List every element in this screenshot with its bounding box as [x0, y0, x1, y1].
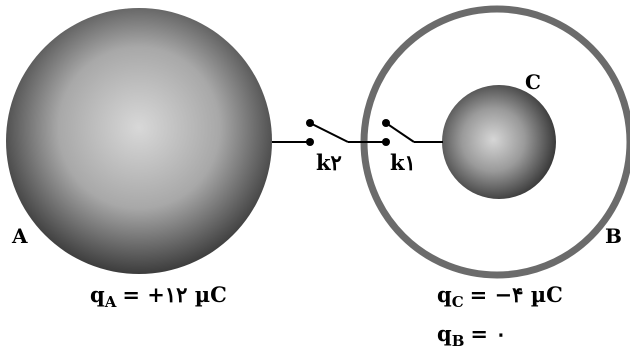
charge-c-subscript: C: [452, 293, 464, 311]
sphere-a: [6, 8, 272, 274]
k1-contact-bottom: [382, 138, 390, 146]
label-k1: k۱: [390, 150, 416, 175]
charge-a-value: = +۱۲ µC: [122, 282, 226, 307]
charge-c-symbol: q: [437, 282, 452, 307]
switch-contacts: [306, 119, 390, 146]
k1-contact-top: [382, 119, 390, 127]
charge-b-subscript: B: [452, 332, 465, 350]
k2-contact-top: [306, 119, 314, 127]
sphere-c: [442, 85, 556, 199]
label-a: A: [11, 224, 28, 248]
circuit-wires: [272, 122, 443, 143]
charge-b: qB = ۰: [437, 321, 507, 350]
charge-c-value: = −۴ µC: [470, 282, 563, 307]
charge-a-subscript: A: [104, 293, 117, 311]
charge-a-symbol: q: [90, 282, 105, 307]
k2-contact-bottom: [306, 138, 314, 146]
label-c: C: [525, 70, 541, 94]
label-k2: k۲: [316, 150, 342, 175]
charge-b-value: = ۰: [470, 321, 506, 346]
charge-a: qA = +۱۲ µC: [90, 282, 227, 311]
label-b: B: [605, 224, 622, 248]
charge-b-symbol: q: [437, 321, 452, 346]
charge-c: qC = −۴ µC: [437, 282, 563, 311]
